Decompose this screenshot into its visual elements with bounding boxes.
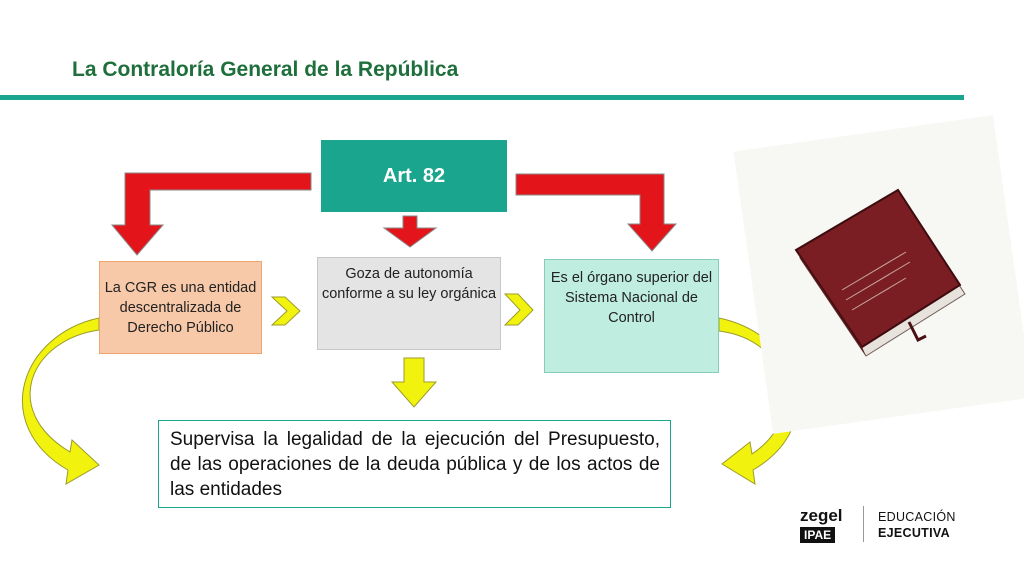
ipae-logo: IPAE	[800, 527, 836, 543]
cgr-entity-box: La CGR es una entidad descentralizada de…	[99, 261, 262, 354]
zegel-logo: zegel	[800, 506, 843, 525]
yellow-arrow-down	[390, 357, 438, 408]
brand-executive-label: EJECUTIVA	[878, 526, 950, 540]
brand-divider	[863, 506, 864, 542]
yellow-chevron-left	[270, 296, 301, 326]
red-arrow-left	[110, 172, 312, 256]
superior-organ-box: Es el órgano superior del Sistema Nacion…	[544, 259, 719, 373]
brand-education-label: EDUCACIÓN	[878, 510, 956, 524]
book-icon	[733, 115, 1024, 434]
slide-title: La Contraloría General de la República	[72, 58, 459, 81]
title-underline	[0, 95, 964, 100]
red-arrow-right	[515, 173, 678, 252]
autonomy-box: Goza de autonomía conforme a su ley orgá…	[317, 257, 501, 350]
supervision-box: Supervisa la legalidad de la ejecución d…	[158, 420, 671, 508]
red-arrow-center	[382, 215, 438, 248]
art-82-box: Art. 82	[321, 140, 507, 212]
yellow-chevron-right	[503, 293, 534, 326]
yellow-curve-left	[21, 317, 100, 485]
